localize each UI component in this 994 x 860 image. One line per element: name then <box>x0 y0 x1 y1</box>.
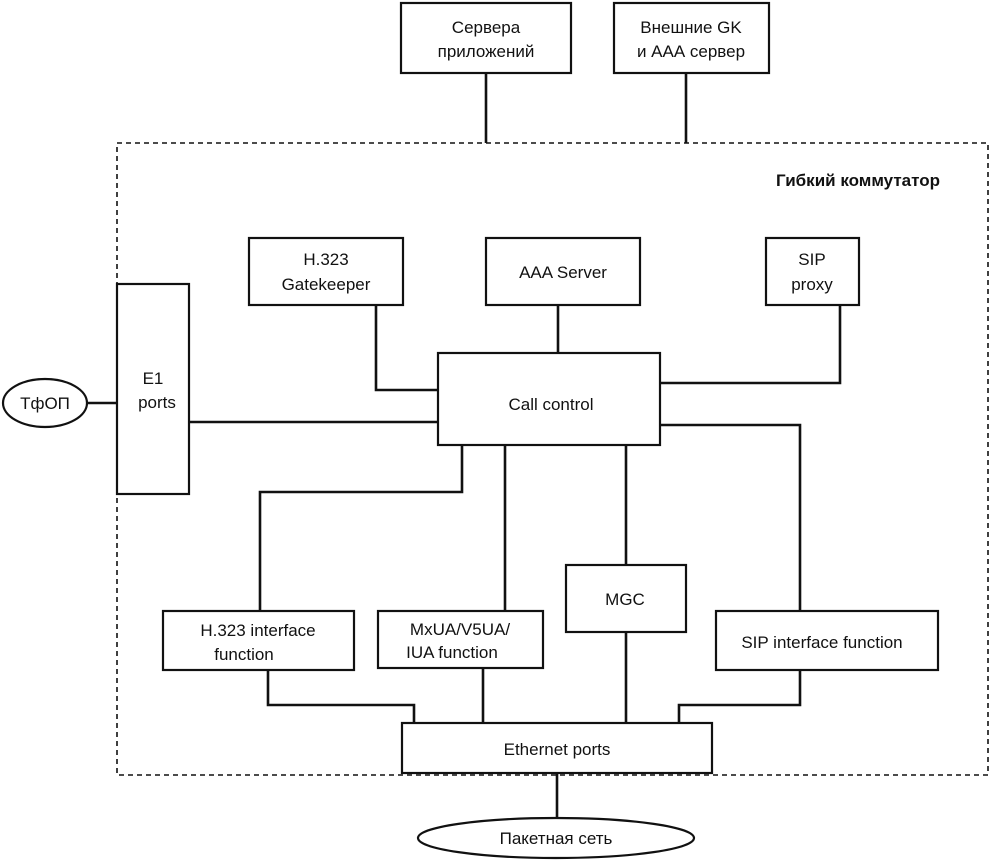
link-callcontrol-sipif <box>660 423 802 611</box>
link-sip-proxy-callcontrol <box>660 305 842 385</box>
link-sipif-ethernet <box>677 670 802 723</box>
ethernet-ports-node: Ethernet ports <box>400 721 714 775</box>
external-gk-label-line1: Внешние GK <box>640 18 742 37</box>
link-h323if-ethernet <box>266 670 416 723</box>
link-callcontrol-h323if <box>258 445 464 611</box>
sip-proxy-label-line2: proxy <box>791 275 833 294</box>
mgc-label: MGC <box>605 590 645 609</box>
softswitch-boundary <box>116 142 989 776</box>
connections <box>86 73 842 818</box>
call-control-node: Call control <box>436 351 662 447</box>
packet-network-label: Пакетная сеть <box>500 829 613 848</box>
pstn-label: ТфОП <box>20 394 70 413</box>
aaa-server-label: AAA Server <box>519 263 607 282</box>
e1-ports-label-line2: ports <box>138 393 176 412</box>
sip-proxy-node: SIP proxy <box>764 236 861 307</box>
sip-interface-label: SIP interface function <box>741 633 902 652</box>
sip-proxy-label-line1: SIP <box>798 250 825 269</box>
h323-gatekeeper-node: H.323 Gatekeeper <box>247 236 405 307</box>
app-servers-node: Сервера приложений <box>399 1 573 75</box>
ethernet-ports-label: Ethernet ports <box>504 740 611 759</box>
external-gk-label-line2: и ААА сервер <box>637 42 745 61</box>
app-servers-label-line2: приложений <box>438 42 535 61</box>
h323-gatekeeper-label-line2: Gatekeeper <box>282 275 371 294</box>
h323-gatekeeper-label-line1: H.323 <box>303 250 348 269</box>
aaa-server-node: AAA Server <box>484 236 642 307</box>
h323-interface-node: H.323 interface function <box>161 609 356 672</box>
softswitch-title: Гибкий коммутатор <box>776 171 940 190</box>
h323-interface-label-line2: function <box>214 645 274 664</box>
sip-interface-node: SIP interface function <box>714 609 940 672</box>
external-gk-node: Внешние GK и ААА сервер <box>612 1 771 75</box>
mxua-label-line2: IUA function <box>406 643 498 662</box>
call-control-label: Call control <box>508 395 593 414</box>
packet-network-node: Пакетная сеть <box>416 816 696 860</box>
mxua-label-line1: MxUA/V5UA/ <box>410 620 510 639</box>
pstn-node: ТфОП <box>1 377 89 429</box>
app-servers-label-line1: Сервера <box>452 18 521 37</box>
h323-interface-label-line1: H.323 interface <box>200 621 315 640</box>
link-gatekeeper-callcontrol <box>374 305 438 392</box>
mxua-node: MxUA/V5UA/ IUA function <box>376 609 545 670</box>
mgc-node: MGC <box>564 563 688 634</box>
e1-ports-node: E1 ports <box>115 282 191 496</box>
e1-ports-label-line1: E1 <box>143 369 164 388</box>
